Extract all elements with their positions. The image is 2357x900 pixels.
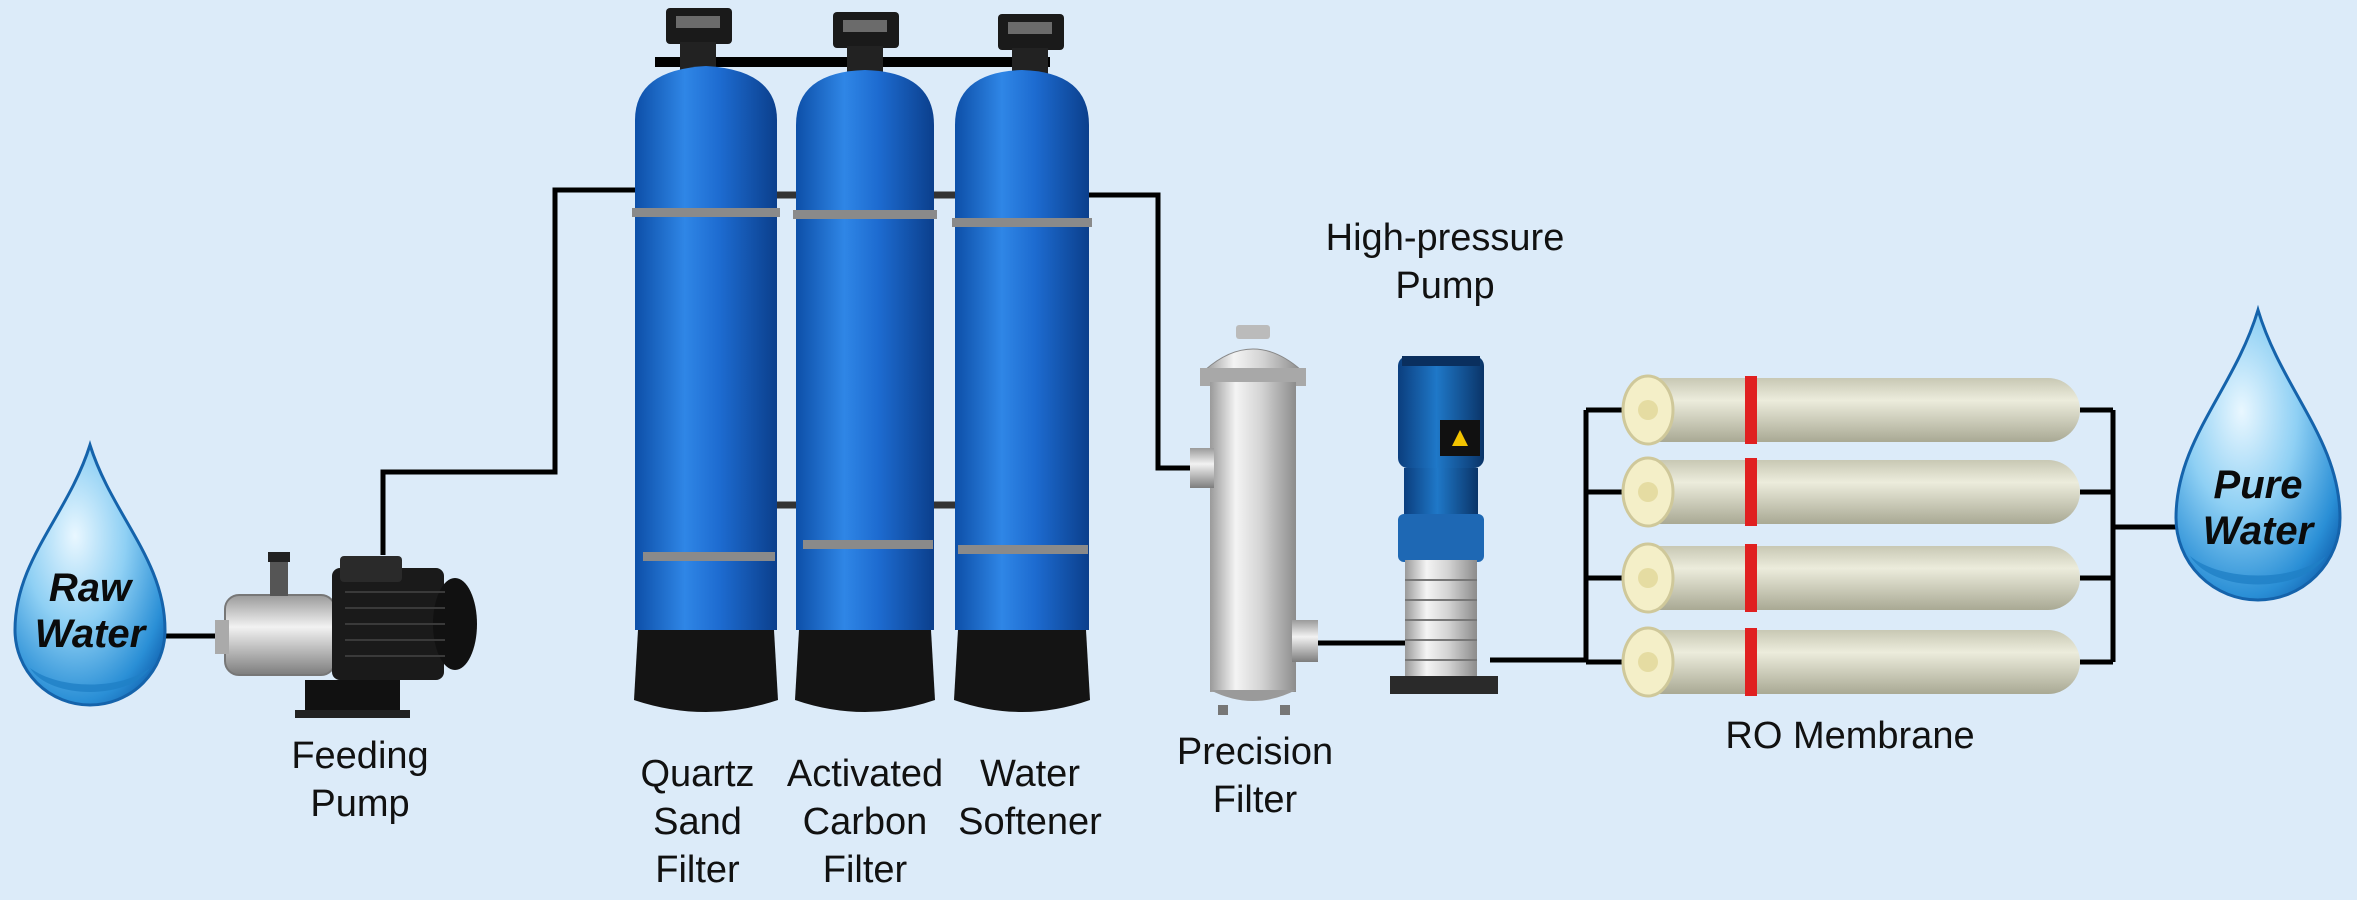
membrane-tube xyxy=(1621,542,2080,614)
pipe-softener-to-precision xyxy=(1085,192,1190,471)
precision-filter-icon xyxy=(1190,325,1318,715)
pure-water-label: Pure Water xyxy=(2202,463,2314,553)
membrane-tube xyxy=(1621,456,2080,528)
precision-filter-label: Precision Filter xyxy=(1176,731,1334,821)
membrane-tube xyxy=(1621,626,2080,698)
pipe-pump-to-sand xyxy=(380,187,640,555)
pure-water-drop-icon xyxy=(2174,304,2342,602)
quartz-sand-filter-tank-icon xyxy=(632,8,780,712)
raw-water-label: Raw Water xyxy=(34,566,146,656)
ro-membrane-label: RO Membrane xyxy=(1725,715,1975,757)
ro-membrane-icon xyxy=(1621,374,2080,698)
high-pressure-pump-icon xyxy=(1390,356,1498,694)
water-softener-tank-icon xyxy=(952,14,1092,712)
high-pressure-pump-label: High-pressure Pump xyxy=(1325,217,1565,307)
feeding-pump-label: Feeding Pump xyxy=(291,735,429,825)
feeding-pump-icon xyxy=(215,552,477,718)
membrane-tube xyxy=(1621,374,2080,446)
quartz-sand-filter-label: Quartz Sand Filter xyxy=(640,753,755,891)
activated-carbon-filter-tank-icon xyxy=(793,12,937,712)
activated-carbon-filter-label: Activated Carbon Filter xyxy=(786,753,944,891)
raw-water-drop-icon xyxy=(13,440,167,707)
water-softener-label: Water Softener xyxy=(958,753,1102,843)
